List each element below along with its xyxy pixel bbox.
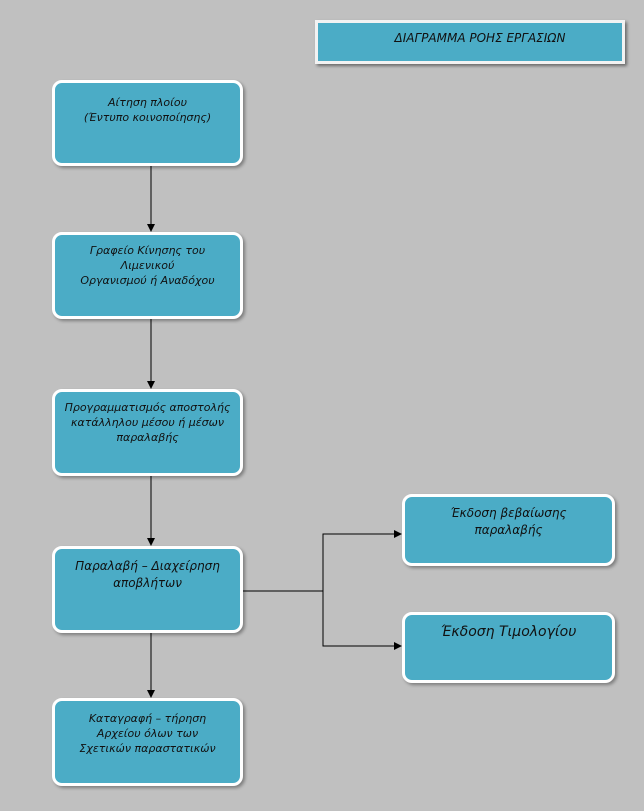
diagram-title: ΔΙΑΓΡΑΜΜΑ ΡΟΗΣ ΕΡΓΑΣΙΩΝ: [315, 20, 625, 64]
node-port-office: Γραφείο Κίνησης του Λιμενικού Οργανισμού…: [52, 232, 243, 319]
node-records: Καταγραφή – τήρηση Αρχείου όλων των Σχετ…: [52, 698, 243, 786]
arrow-handling-to-invoice: [322, 591, 402, 650]
node-waste-handling: Παραλαβή – Διαχείρηση αποβλήτων: [52, 546, 243, 633]
node-invoice: Έκδοση Τιμολογίου: [402, 612, 615, 683]
node-ship-request: Αίτηση πλοίου (Έντυπο κοινοποίησης): [52, 80, 243, 166]
node-receipt-certificate: Έκδοση βεβαίωσης παραλαβής: [402, 494, 615, 566]
node-scheduling: Προγραμματισμός αποστολής κατάλληλου μέσ…: [52, 389, 243, 476]
arrow-handling-to-certificate: [322, 530, 402, 591]
